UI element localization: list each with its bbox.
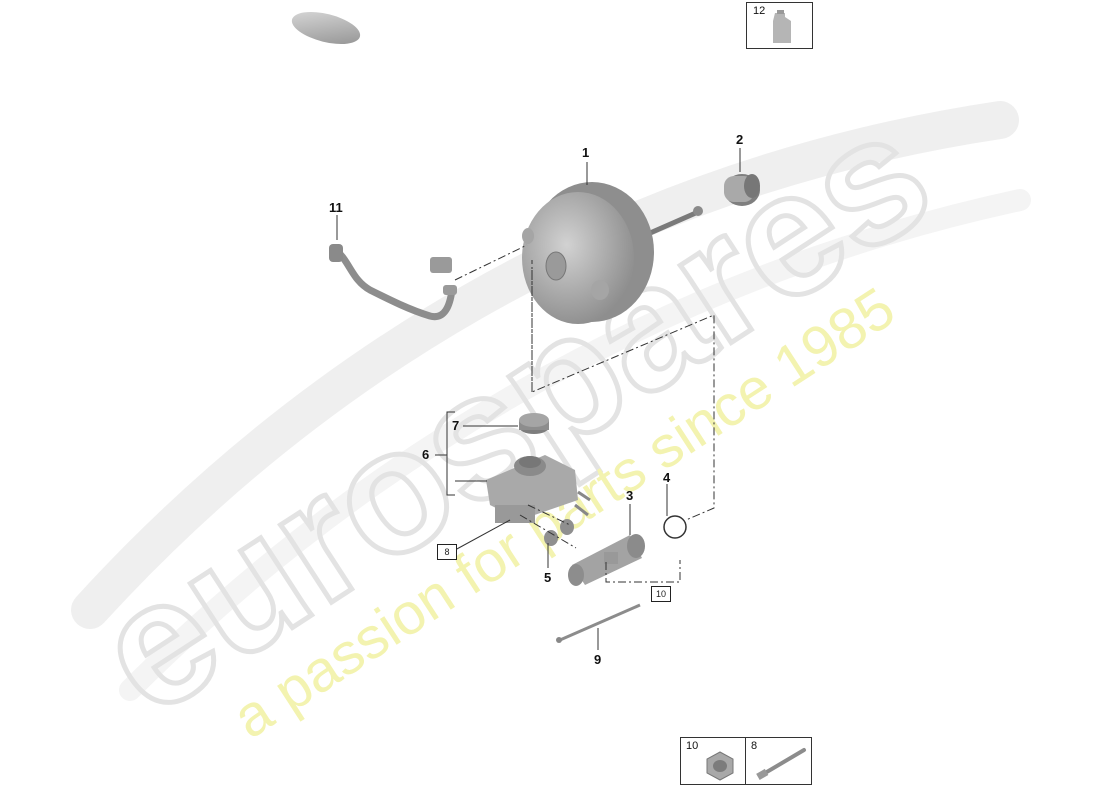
hex-nut-icon bbox=[706, 751, 734, 781]
push-rod[interactable] bbox=[556, 603, 641, 643]
vacuum-hose[interactable] bbox=[329, 244, 457, 321]
legend-label-12: 12 bbox=[753, 5, 766, 17]
legend-cell-8[interactable]: 8 bbox=[746, 738, 811, 784]
legend-label-10: 10 bbox=[686, 740, 699, 752]
boxed-ref-10[interactable]: 10 bbox=[651, 586, 671, 602]
seal-grommets[interactable] bbox=[544, 519, 574, 546]
callout-1: 1 bbox=[582, 145, 590, 160]
legend-cell-10[interactable]: 10 bbox=[681, 738, 745, 784]
callout-7: 7 bbox=[452, 418, 460, 433]
callout-5: 5 bbox=[544, 570, 552, 585]
callout-3: 3 bbox=[626, 488, 634, 503]
legend-label-8: 8 bbox=[751, 740, 758, 752]
boxed-ref-8[interactable]: 8 bbox=[437, 544, 457, 560]
pad-part[interactable] bbox=[289, 6, 364, 50]
o-ring[interactable] bbox=[663, 515, 687, 539]
callout-2: 2 bbox=[736, 132, 744, 147]
master-cylinder[interactable] bbox=[568, 534, 645, 586]
bolt-icon bbox=[756, 748, 806, 780]
reservoir-cap[interactable] bbox=[519, 413, 549, 434]
callout-6: 6 bbox=[422, 447, 430, 462]
legend-box-12[interactable]: 12 bbox=[746, 2, 813, 49]
dashdot-lines bbox=[454, 244, 715, 583]
legend-box-bottom: 10 8 bbox=[680, 737, 812, 785]
legend-divider bbox=[745, 738, 746, 784]
leader-lines bbox=[336, 148, 741, 650]
fluid-reservoir[interactable] bbox=[486, 455, 591, 523]
callout-11: 11 bbox=[329, 200, 343, 215]
sleeve-part[interactable] bbox=[724, 174, 760, 206]
callout-9: 9 bbox=[594, 652, 602, 667]
callout-4: 4 bbox=[663, 470, 671, 485]
brake-booster[interactable] bbox=[522, 182, 703, 324]
fluid-bottle-icon bbox=[773, 10, 791, 43]
